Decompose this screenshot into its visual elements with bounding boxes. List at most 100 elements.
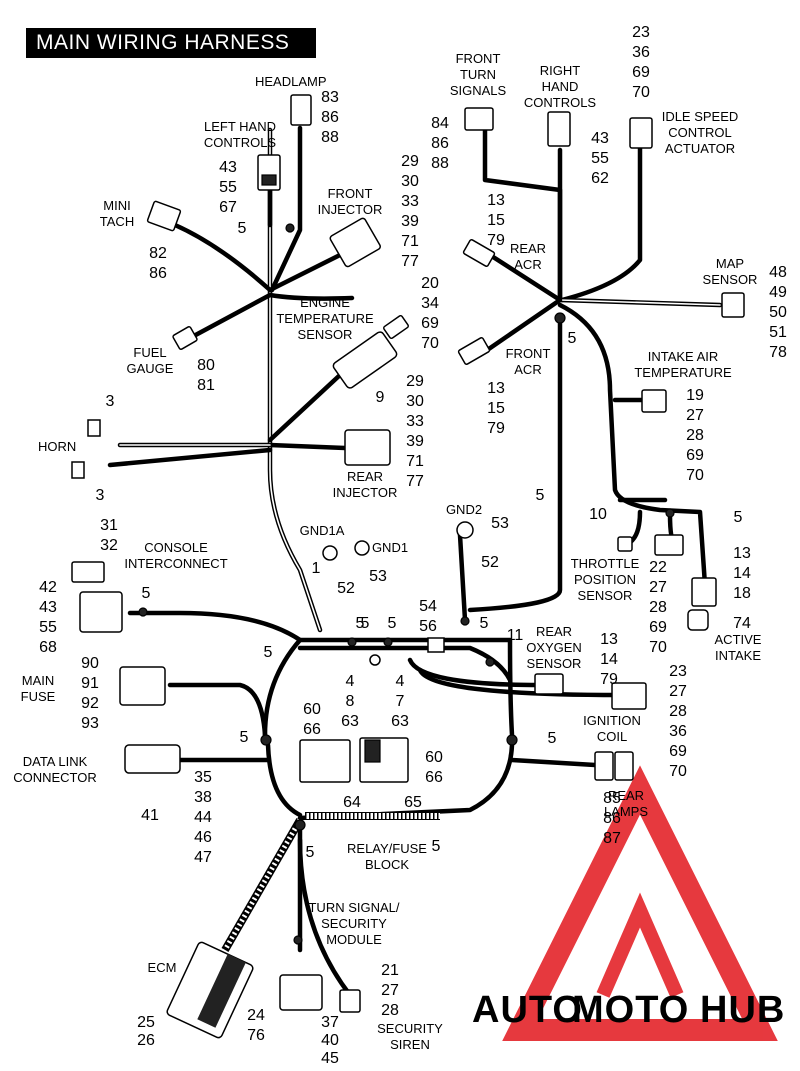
junctions-callout-5: 5 — [361, 615, 370, 632]
intake-air-temperature-label-1: INTAKE AIR — [648, 349, 719, 364]
front-turn-signals-callout-3: 88 — [431, 155, 449, 172]
data-link-connector-callout-2: 38 — [194, 789, 212, 806]
throttle-position-sensor-label-2: POSITION — [574, 572, 636, 587]
front-acr-label-1: FRONT — [506, 346, 551, 361]
rear-injector-callout-2: 30 — [406, 393, 424, 410]
headlamp-label-1: HEADLAMP — [255, 74, 327, 89]
headlamp-callout-3: 88 — [321, 129, 339, 146]
headlamp-callout-1: 83 — [321, 89, 339, 106]
junctions-callout-10: 5 — [306, 844, 315, 861]
intake-air-temperature-callout-3: 28 — [686, 427, 704, 444]
mini-tach-callout-1: 82 — [149, 245, 167, 262]
rear-injector-callout-6: 77 — [406, 473, 424, 490]
front-turn-signals-callout-1: 84 — [431, 115, 449, 132]
intake-air-temperature-label-2: TEMPERATURE — [634, 365, 732, 380]
junctions-callout-6: 5 — [388, 615, 397, 632]
ecm-callout-2: 26 — [137, 1032, 155, 1049]
rear-oxygen-sensor-label-2: OXYGEN — [526, 640, 582, 655]
idle-speed-control-actuator-label-2: CONTROL — [668, 125, 732, 140]
rear-lamps-label-1: REAR — [608, 788, 644, 803]
left-harness-trunk — [107, 125, 355, 633]
junctions-callout-3: 5 — [142, 585, 151, 602]
map-sensor-callout-2: 49 — [769, 284, 787, 301]
right-hand-controls-label-1: RIGHT — [540, 63, 581, 78]
right-harness-trunk — [457, 127, 723, 623]
turn-signal-security-module-callout-3: 45 — [321, 1050, 339, 1067]
junctions-callout-4: 5 — [480, 615, 489, 632]
headlamp-callout-2: 86 — [321, 109, 339, 126]
watermark-text: AUTO MOTO HUB — [472, 989, 784, 1031]
gnd1-label-1: GND1 — [372, 540, 408, 555]
right-hand-controls-label-2: HAND — [542, 79, 579, 94]
relay-fuse-block-label-1: RELAY/FUSE — [347, 841, 427, 856]
junctions-callout-15: 54 — [419, 598, 437, 615]
relay-fuse-block-callout-7: 63 — [341, 713, 359, 730]
idle-speed-control-actuator-label-3: ACTUATOR — [665, 141, 735, 156]
console-interconnect-label-2: INTERCONNECT — [124, 556, 227, 571]
engine-temperature-sensor-label-1: ENGINE — [300, 295, 350, 310]
engine-temperature-sensor-label-3: SENSOR — [298, 327, 353, 342]
watermark-logo — [502, 765, 778, 1041]
ignition-coil-callout-4: 36 — [669, 723, 687, 740]
intake-air-temperature-callout-2: 27 — [686, 407, 704, 424]
horn-callout-1: 3 — [106, 393, 115, 410]
rear-oxygen-sensor-label-1: REAR — [536, 624, 572, 639]
relay-fuse-block-callout-10: 63 — [391, 713, 409, 730]
relay-fuse-block-label-2: BLOCK — [365, 857, 409, 872]
ignition-module-9-callout-1: 9 — [376, 389, 385, 406]
data-link-connector-label-1: DATA LINK — [23, 754, 88, 769]
junctions-callout-16: 56 — [419, 618, 437, 635]
console-interconnect-callout-3: 42 — [39, 579, 57, 596]
main-fuse-callout-1: 90 — [81, 655, 99, 672]
rear-lamps-label-2: LAMPS — [604, 804, 648, 819]
junctions-callout-13: 5 — [356, 615, 365, 632]
front-turn-signals-callout-2: 86 — [431, 135, 449, 152]
turn-signal-security-module-label-3: MODULE — [326, 932, 382, 947]
ecm-callout-1: 25 — [137, 1014, 155, 1031]
engine-temperature-sensor-callout-2: 34 — [421, 295, 439, 312]
front-turn-signals-label-2: TURN — [460, 67, 496, 82]
rear-oxygen-sensor-label-3: SENSOR — [527, 656, 582, 671]
engine-temperature-sensor-callout-3: 69 — [421, 315, 439, 332]
console-interconnect-callout-6: 68 — [39, 639, 57, 656]
fuel-gauge-callout-1: 80 — [197, 357, 215, 374]
left-hand-controls-callout-3: 67 — [219, 199, 237, 216]
connectors — [71, 94, 745, 1039]
ignition-coil-callout-3: 28 — [669, 703, 687, 720]
throttle-position-sensor-callout-1: 22 — [649, 559, 667, 576]
junctions-callout-9: 5 — [240, 729, 249, 746]
throttle-position-sensor-callout-5: 70 — [649, 639, 667, 656]
title-banner — [26, 28, 316, 58]
idle-speed-control-actuator-callout-2: 36 — [632, 44, 650, 61]
idle-speed-control-actuator-callout-3: 69 — [632, 64, 650, 81]
rear-lamps-callout-2: 86 — [603, 810, 621, 827]
rear-oxygen-sensor-callout-2: 14 — [600, 651, 618, 668]
security-siren-label-2: SIREN — [390, 1037, 430, 1052]
ecm-cable — [221, 818, 304, 952]
main-fuse-label-1: MAIN — [22, 673, 55, 688]
data-link-connector-label-2: CONNECTOR — [13, 770, 97, 785]
rear-lamps-callout-1: 85 — [603, 790, 621, 807]
ignition-coil-label-2: COIL — [597, 729, 627, 744]
junctions-callout-12: 5 — [734, 509, 743, 526]
throttle-position-sensor-callout-4: 69 — [649, 619, 667, 636]
throttle-position-sensor-label-3: SENSOR — [578, 588, 633, 603]
map-sensor-label-1: MAP — [716, 256, 744, 271]
front-acr-label-2: ACR — [514, 362, 541, 377]
horn-label-1: HORN — [38, 439, 76, 454]
intake-air-temperature-callout-1: 19 — [686, 387, 704, 404]
relay-fuse-block-callout-8: 4 — [396, 673, 405, 690]
turn-signal-security-module-label-1: TURN SIGNAL/ — [308, 900, 399, 915]
relay-fuse-block-callout-4: 66 — [303, 721, 321, 738]
horn-callout-2: 3 — [96, 487, 105, 504]
ignition-coil-callout-2: 27 — [669, 683, 687, 700]
front-injector-callout-2: 30 — [401, 173, 419, 190]
front-injector-callout-5: 71 — [401, 233, 419, 250]
turn-signal-security-module-callout-1: 37 — [321, 1014, 339, 1031]
gnd1a-callout-1: 1 — [312, 560, 321, 577]
active-intake-callout-1: 13 — [733, 545, 751, 562]
left-hand-controls-label-1: LEFT HAND — [204, 119, 276, 134]
idle-speed-control-actuator-callout-1: 23 — [632, 24, 650, 41]
